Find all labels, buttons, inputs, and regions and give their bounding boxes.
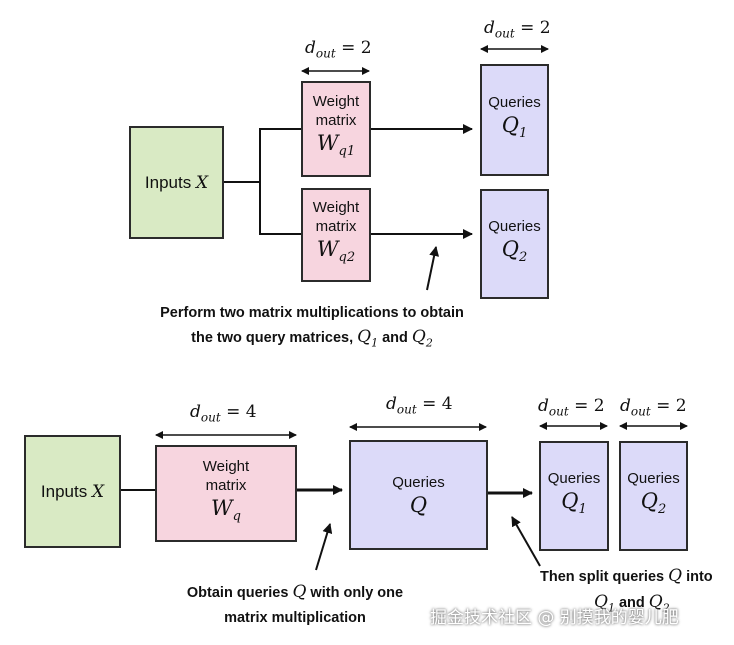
top-weight-matrix-1: Weight matrix Wq1: [301, 81, 371, 177]
top-inputs-label: Inputs: [144, 172, 192, 192]
top-weight2-line2: matrix: [315, 218, 357, 236]
top-weight1-line2: matrix: [315, 112, 357, 130]
top-queries-1: Queries Q1: [480, 64, 549, 176]
top-weight1-line1: Weight: [312, 93, 360, 111]
bottom-inputs-label: Inputs: [40, 481, 88, 501]
bottom-dim-queries-label: dout = 4: [386, 394, 453, 417]
bottom-queries1-label: Queries: [547, 469, 601, 487]
top-dim-weight-label: dout = 2: [305, 38, 372, 61]
bottom-dim-weight-label: dout = 4: [190, 402, 257, 425]
bottom-right-annotation-line2: Q1 and Q2: [594, 592, 670, 615]
bottom-queries: Queries Q: [349, 440, 488, 550]
bottom-weight-line1: Weight: [202, 457, 250, 475]
bottom-left-annotation-line1: Obtain queries Q with only one: [186, 582, 404, 602]
bottom-right-note-pointer: [511, 516, 541, 567]
bottom-queries1-symbol: Q1: [561, 488, 587, 518]
top-annotation-line1: Perform two matrix multiplications to ob…: [160, 305, 464, 321]
bottom-right-annotation: Then split queries Q into Q1 and Q2: [540, 566, 734, 614]
bottom-queries-symbol: Q: [409, 492, 428, 517]
bottom-left-note-pointer: [315, 523, 333, 571]
top-queries1-symbol: Q1: [501, 112, 528, 142]
bottom-queries-label: Queries: [392, 473, 445, 491]
bottom-queries-2: Queries Q2: [619, 441, 688, 551]
bottom-inputs-var: X: [91, 481, 105, 502]
bottom-queries2-label: Queries: [627, 469, 680, 487]
watermark: 掘金技术社区 @ 别摸我的婴儿肥: [430, 608, 679, 628]
top-queries1-label: Queries: [488, 93, 541, 111]
top-queries-2: Queries Q2: [480, 189, 549, 299]
top-queries2-label: Queries: [488, 217, 541, 235]
bottom-left-annotation-line2: matrix multiplication: [224, 610, 366, 626]
bottom-weight-matrix: Weight matrix Wq: [155, 445, 297, 542]
top-branch-connector: [223, 128, 301, 235]
bottom-left-annotation: Obtain queries Q with only one matrix mu…: [170, 582, 420, 626]
bottom-weight-symbol: Wq: [211, 495, 241, 525]
top-dim-queries-label: dout = 2: [484, 18, 551, 41]
top-weight1-symbol: Wq1: [316, 131, 356, 160]
bottom-inputs-box: Inputs X: [24, 435, 121, 548]
bottom-queries2-symbol: Q2: [640, 488, 667, 518]
top-queries2-symbol: Q2: [501, 236, 528, 266]
top-weight2-symbol: Wq2: [316, 237, 356, 266]
top-inputs-box: Inputs X: [129, 126, 224, 239]
top-inputs-var: X: [195, 172, 209, 193]
bottom-dim-q2-label: dout = 2: [620, 396, 687, 419]
top-weight-matrix-2: Weight matrix Wq2: [301, 188, 371, 282]
bottom-right-annotation-line1: Then split queries Q into: [540, 566, 713, 586]
bottom-weight-line2: matrix: [205, 476, 247, 494]
top-weight2-line1: Weight: [312, 199, 360, 217]
bottom-queries-1: Queries Q1: [539, 441, 609, 551]
top-note-pointer: [426, 246, 440, 291]
top-annotation-line2: the two query matrices, Q1 and Q2: [191, 327, 433, 350]
top-annotation: Perform two matrix multiplications to ob…: [140, 305, 484, 349]
bottom-dim-q1-label: dout = 2: [538, 396, 605, 419]
